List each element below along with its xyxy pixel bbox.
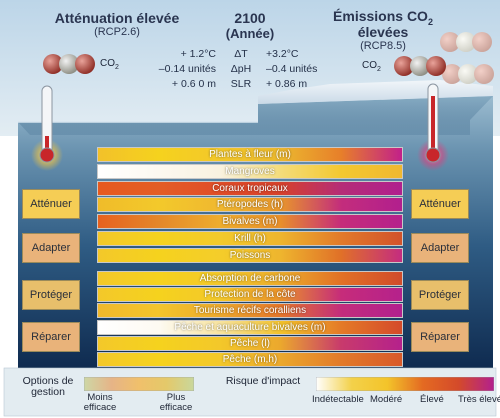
- impact-bar: Coraux tropicaux: [97, 180, 403, 196]
- co2-label-left: CO2: [100, 58, 119, 71]
- co2-molecules-right-faded: [440, 32, 494, 84]
- risk-level-label: Indétectable: [312, 394, 364, 405]
- risk-legend-title: Risque d'impact: [225, 375, 301, 387]
- risk-level-label: Modéré: [370, 394, 403, 405]
- comparison-right: + 0.86 m: [266, 77, 308, 90]
- impact-bar: Poissons: [97, 247, 403, 263]
- impact-bar: Krill (h): [97, 231, 403, 246]
- options-legend-title: Options de gestion: [22, 375, 74, 398]
- comparison-right: +3.2°C: [266, 47, 299, 60]
- impact-bar: Pêche (m,h): [97, 352, 403, 367]
- options-legend-bar: [84, 377, 194, 391]
- impact-bar-label: Bivalves (m): [222, 216, 278, 228]
- comparison-left: + 1.2°C: [180, 47, 216, 60]
- impact-bar: Tourisme récifs coralliens: [97, 303, 403, 319]
- comparison-left: –0.14 unités: [158, 62, 216, 75]
- co2-molecule-right: [394, 56, 446, 76]
- impact-bar: Absorption de carbone: [97, 271, 403, 286]
- option-box-left: Réparer: [22, 322, 80, 352]
- impact-bar-label: Plantes à fleur (m): [209, 149, 291, 160]
- comparison-mid: ΔT: [234, 47, 248, 60]
- risk-level-label: Élevé: [420, 394, 444, 405]
- impact-bar: Ptéropodes (h): [97, 197, 403, 213]
- option-box-left: Protéger: [22, 280, 80, 310]
- comparison-left: + 0.6 0 m: [171, 77, 216, 90]
- comparison-row: + 1.2°C ΔT +3.2°C: [142, 46, 342, 61]
- comparison-mid: SLR: [230, 77, 252, 90]
- left-scenario-title: Atténuation élevée: [54, 10, 180, 26]
- comparison-right: –0.4 unités: [266, 62, 318, 75]
- impact-bar-label: Coraux tropicaux: [212, 182, 288, 194]
- thermometer-left-icon: [31, 85, 63, 171]
- option-box-right: Atténuer: [411, 189, 469, 219]
- impact-bar: Pêche et aquaculture bivalves (m): [97, 319, 403, 335]
- impact-bar-label: Mangroves: [225, 165, 275, 177]
- impact-bar: Mangroves: [97, 163, 403, 179]
- impact-bar-label: Ptéropodes (h): [216, 199, 284, 211]
- impact-bar-label: Tourisme récifs coralliens: [193, 305, 307, 317]
- comparison-row: –0.14 unités ΔpH –0.4 unités: [142, 61, 342, 76]
- impact-bar: Protection de la côte: [97, 287, 403, 303]
- right-scenario-title-line2: élevées: [357, 23, 409, 40]
- impact-bar-label: Poissons: [229, 249, 271, 261]
- year-title: 2100: [234, 10, 266, 26]
- less-effective-label: Moins efficace: [83, 392, 117, 413]
- thermometer-right-icon: [417, 83, 449, 171]
- impact-bar-label: Pêche et aquaculture bivalves (m): [174, 321, 326, 333]
- comparison-mid: ΔpH: [230, 62, 252, 75]
- co2-molecule-left: [43, 54, 95, 74]
- co2-label-right: CO2: [362, 60, 381, 73]
- comparison-row: + 0.6 0 m SLR + 0.86 m: [142, 76, 342, 91]
- left-scenario-subtitle: (RCP2.6): [94, 26, 140, 38]
- more-effective-label: Plus efficace: [159, 392, 193, 413]
- option-box-left: Adapter: [22, 233, 80, 263]
- impact-bar-label: Pêche (l): [229, 337, 270, 349]
- impact-bar-label: Pêche (m,h): [222, 354, 278, 365]
- risk-legend-bar: [316, 377, 494, 391]
- option-box-right: Protéger: [411, 280, 469, 310]
- option-box-right: Adapter: [411, 233, 469, 263]
- year-subtitle: (Année): [225, 26, 275, 41]
- option-box-right: Réparer: [411, 322, 469, 352]
- scenario-comparison-table: + 1.2°C ΔT +3.2°C –0.14 unités ΔpH –0.4 unité…: [142, 46, 342, 91]
- right-scenario-title: Émissions CO2: [333, 8, 433, 27]
- right-scenario-header: Émissions CO2 élevées (RCP8.5): [318, 8, 448, 52]
- impact-bar: Pêche (l): [97, 335, 403, 351]
- impact-bar: Plantes à fleur (m): [97, 147, 403, 162]
- impact-bar: Bivalves (m): [97, 214, 403, 230]
- risk-level-label: Très élevé: [458, 394, 500, 405]
- center-year-header: 2100 (Année): [212, 10, 288, 41]
- option-box-left: Atténuer: [22, 189, 80, 219]
- left-scenario-header: Atténuation élevée (RCP2.6): [52, 10, 182, 38]
- impact-bar-label: Protection de la côte: [204, 289, 296, 301]
- impact-bar-label: Absorption de carbone: [199, 273, 301, 284]
- impact-bar-label: Krill (h): [234, 233, 266, 244]
- right-scenario-subtitle: (RCP8.5): [360, 39, 406, 52]
